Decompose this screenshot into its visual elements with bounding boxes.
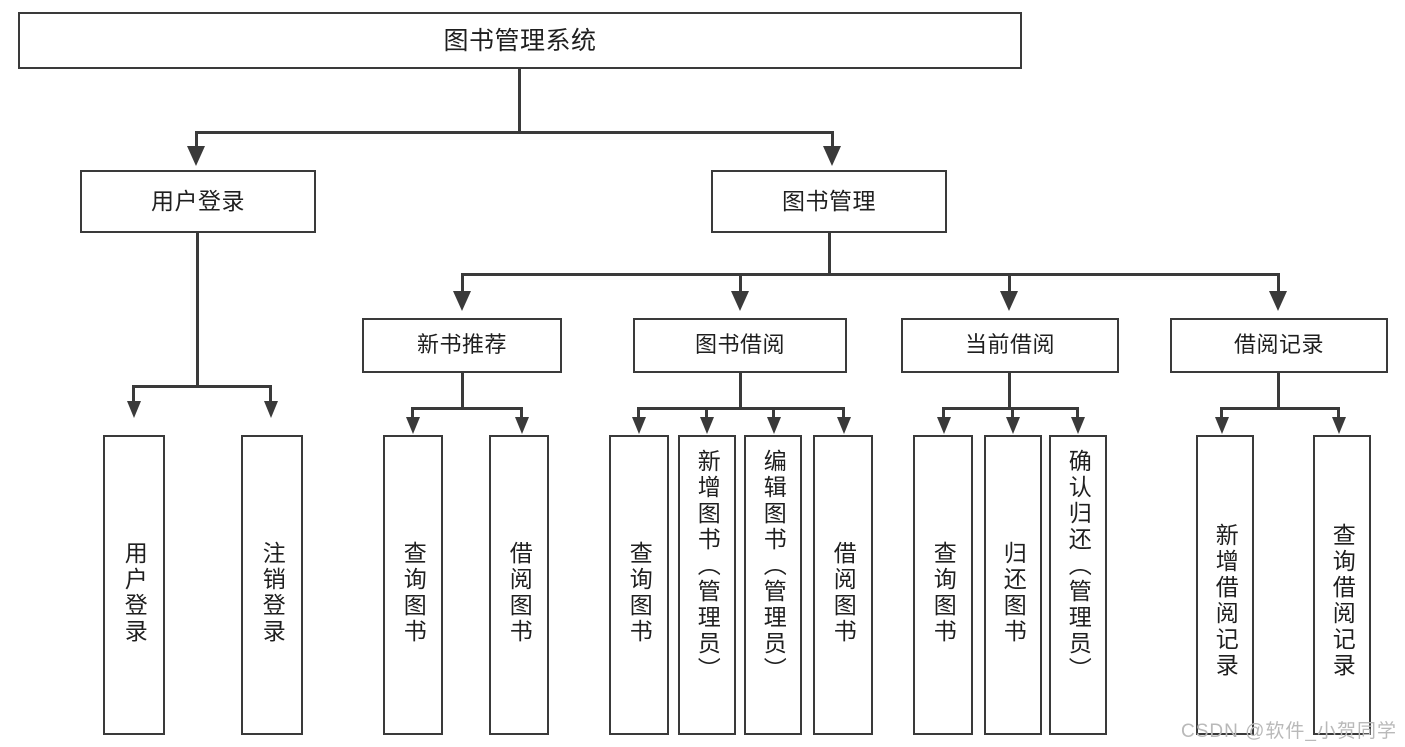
leaf-borrow-book-borrow[interactable]: 借阅图书	[813, 435, 873, 735]
arrowhead-leaf-return-book	[1006, 417, 1020, 434]
connector-bb-branch-3	[772, 407, 775, 419]
connector-cb-bus	[942, 407, 1079, 410]
node-label: 当前借阅	[964, 332, 1055, 358]
connector-cb-branch-1	[942, 407, 945, 419]
connector-br-branch-1	[1220, 407, 1223, 419]
node-book-manage[interactable]: 图书管理	[711, 170, 947, 233]
arrowhead-to-book-manage	[823, 146, 841, 166]
connector-bm-branch-3	[1008, 273, 1011, 293]
connector-br-branch-2	[1337, 407, 1340, 419]
node-label: 图书管理系统	[443, 26, 597, 55]
connector-user-login-bus	[132, 385, 272, 388]
leaf-query-book-borrow[interactable]: 查询图书	[609, 435, 669, 735]
connector-bb-stem	[739, 373, 742, 409]
arrowhead-leaf-borrow-book-1	[515, 417, 529, 434]
connector-cb-stem	[1008, 373, 1011, 409]
connector-nbr-stem	[461, 373, 464, 409]
node-label: 用户登录	[151, 187, 245, 214]
connector-nbr-branch-1	[411, 407, 414, 419]
node-label: 归还图书	[1000, 541, 1027, 645]
connector-bm-branch-2	[739, 273, 742, 293]
connector-user-login-branch-2	[269, 385, 272, 403]
leaf-add-book-admin[interactable]: 新增图书（管理员）	[678, 435, 736, 735]
node-label: 查询图书	[626, 541, 653, 645]
arrowhead-leaf-query-record	[1332, 417, 1346, 434]
leaf-add-borrow-record[interactable]: 新增借阅记录	[1196, 435, 1254, 735]
leaf-borrow-book-recommend[interactable]: 借阅图书	[489, 435, 549, 735]
leaf-confirm-return-admin[interactable]: 确认归还（管理员）	[1049, 435, 1107, 735]
node-label: 用户登录	[121, 541, 148, 645]
node-label: 新书推荐	[416, 332, 507, 358]
node-label: 查询图书	[930, 541, 957, 645]
node-label: 查询借阅记录	[1329, 523, 1356, 679]
arrowhead-new-book-recommend	[453, 291, 471, 311]
connector-bb-bus	[637, 407, 845, 410]
leaf-user-login[interactable]: 用户登录	[103, 435, 165, 735]
connector-br-stem	[1277, 373, 1280, 409]
arrowhead-leaf-add-record	[1215, 417, 1229, 434]
arrowhead-leaf-query-book-2	[632, 417, 646, 434]
connector-user-login-branch-1	[132, 385, 135, 403]
leaf-query-book-current[interactable]: 查询图书	[913, 435, 973, 735]
node-label: 图书管理	[782, 187, 876, 214]
connector-root-bus	[195, 131, 834, 134]
arrowhead-leaf-logout	[264, 401, 278, 418]
connector-bm-branch-1	[461, 273, 464, 293]
node-label: 确认归还（管理员）	[1065, 449, 1092, 683]
connector-book-manage-bus	[461, 273, 1280, 276]
node-current-borrow[interactable]: 当前借阅	[901, 318, 1119, 373]
node-book-borrow[interactable]: 图书借阅	[633, 318, 847, 373]
node-root-book-management-system[interactable]: 图书管理系统	[18, 12, 1022, 69]
node-label: 借阅图书	[506, 541, 533, 645]
node-label: 编辑图书（管理员）	[760, 449, 787, 683]
connector-nbr-bus	[411, 407, 523, 410]
arrowhead-book-borrow	[731, 291, 749, 311]
arrowhead-current-borrow	[1000, 291, 1018, 311]
connector-bb-branch-2	[705, 407, 708, 419]
connector-cb-branch-2	[1011, 407, 1014, 419]
arrowhead-leaf-borrow-book-2	[837, 417, 851, 434]
arrowhead-leaf-query-book-1	[406, 417, 420, 434]
leaf-logout-login[interactable]: 注销登录	[241, 435, 303, 735]
arrowhead-to-user-login	[187, 146, 205, 166]
connector-br-bus	[1220, 407, 1340, 410]
leaf-edit-book-admin[interactable]: 编辑图书（管理员）	[744, 435, 802, 735]
node-label: 图书借阅	[694, 332, 785, 358]
connector-root-stem	[518, 69, 521, 132]
arrowhead-leaf-add-book	[700, 417, 714, 434]
arrowhead-leaf-query-book-3	[937, 417, 951, 434]
leaf-query-borrow-record[interactable]: 查询借阅记录	[1313, 435, 1371, 735]
node-label: 新增图书（管理员）	[694, 449, 721, 683]
connector-nbr-branch-2	[520, 407, 523, 419]
connector-root-to-book-manage	[831, 131, 834, 148]
connector-bm-branch-4	[1277, 273, 1280, 293]
arrowhead-borrow-record	[1269, 291, 1287, 311]
node-label: 查询图书	[400, 541, 427, 645]
arrowhead-leaf-user-login	[127, 401, 141, 418]
leaf-return-book[interactable]: 归还图书	[984, 435, 1042, 735]
node-label: 借阅图书	[830, 541, 857, 645]
node-label: 新增借阅记录	[1212, 523, 1239, 679]
connector-book-manage-stem	[828, 233, 831, 274]
arrowhead-leaf-edit-book	[767, 417, 781, 434]
connector-cb-branch-3	[1076, 407, 1079, 419]
arrowhead-leaf-confirm-return	[1071, 417, 1085, 434]
connector-bb-branch-4	[842, 407, 845, 419]
leaf-query-book-recommend[interactable]: 查询图书	[383, 435, 443, 735]
node-borrow-record[interactable]: 借阅记录	[1170, 318, 1388, 373]
node-label: 注销登录	[259, 541, 286, 645]
connector-root-to-user-login	[195, 131, 198, 148]
connector-bb-branch-1	[637, 407, 640, 419]
node-label: 借阅记录	[1233, 332, 1324, 358]
node-new-book-recommend[interactable]: 新书推荐	[362, 318, 562, 373]
node-user-login[interactable]: 用户登录	[80, 170, 316, 233]
connector-user-login-stem	[196, 233, 199, 386]
